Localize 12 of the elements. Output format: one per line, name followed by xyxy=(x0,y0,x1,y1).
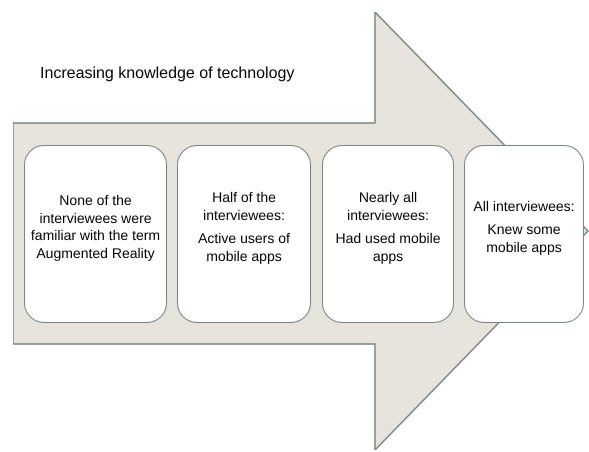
stage-card xyxy=(464,145,584,323)
stage-card xyxy=(24,145,167,323)
stage-card xyxy=(322,145,454,323)
card-text: Active users of mobile apps xyxy=(197,230,291,265)
card-text: Knew some mobile apps xyxy=(485,221,563,256)
arrow-heading: Increasing knowledge of technology xyxy=(40,65,294,83)
stage-card xyxy=(177,145,311,323)
card-text: None of the interviewees were familiar with the term Augmented Reality xyxy=(30,192,162,262)
card-text: Nearly all interviewees: xyxy=(346,189,430,224)
card-text: Had used mobile apps xyxy=(334,230,442,265)
card-text: Half of the interviewees: xyxy=(202,189,286,224)
card-text: All interviewees: xyxy=(473,198,575,216)
